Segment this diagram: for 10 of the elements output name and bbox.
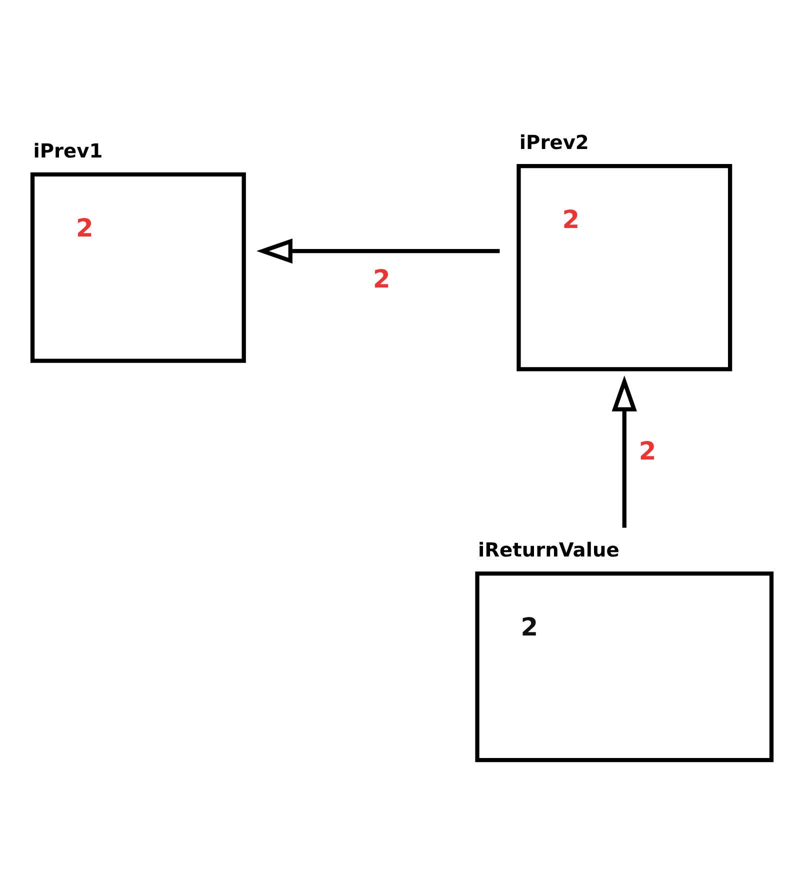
arrow	[256, 238, 500, 264]
node-box: 2	[30, 172, 246, 363]
edge-label: 2	[638, 436, 656, 466]
edge-label: 2	[372, 264, 390, 294]
node-label: iReturnValue	[478, 538, 620, 562]
node-label: iPrev2	[519, 131, 589, 154]
node-label: iPrev1	[33, 139, 103, 162]
node-box: 2	[475, 572, 774, 762]
node-box: 2	[516, 164, 732, 372]
arrow	[612, 375, 637, 528]
